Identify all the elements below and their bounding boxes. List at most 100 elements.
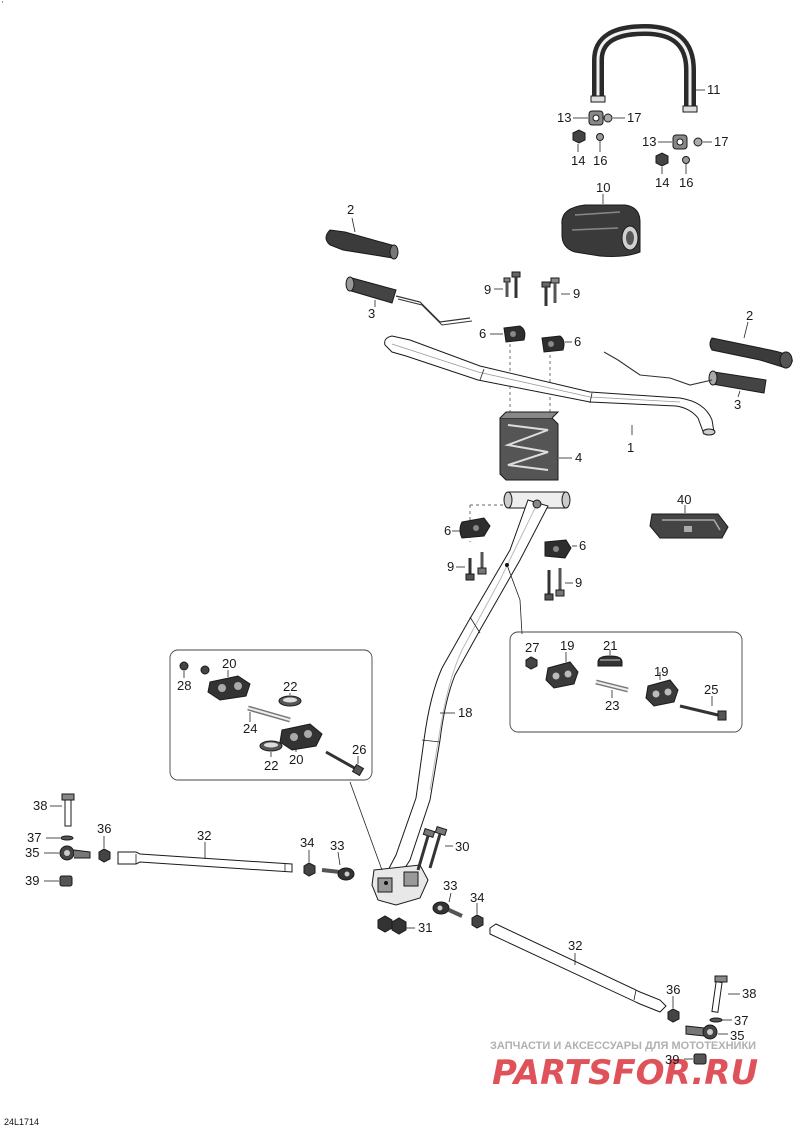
label-inset-right-cap: 21	[603, 638, 617, 653]
label-bolt-bottom-right: 9	[575, 575, 582, 590]
tie-rod-left-part[interactable]	[117, 851, 293, 873]
label-steering-column: 18	[458, 705, 472, 720]
handlebar-part[interactable]	[384, 335, 716, 436]
lock-nut-left-part[interactable]	[98, 848, 111, 863]
watermark: ЗАПЧАСТИ И АКСЕССУАРЫ ДЛЯ МОТОТЕХНИКИ PA…	[490, 1040, 758, 1093]
inset-right-sleeve-part[interactable]	[595, 679, 629, 693]
watermark-tagline: ЗАПЧАСТИ И АКСЕССУАРЫ ДЛЯ МОТОТЕХНИКИ	[490, 1040, 756, 1052]
label-pin-right: 38	[742, 986, 756, 1001]
label-inset-right-sleeve: 23	[605, 698, 619, 713]
label-lock-nut-left: 36	[97, 821, 111, 836]
clip-left-part[interactable]	[588, 110, 604, 126]
label-inset-left-bolt: 26	[352, 742, 366, 757]
washer-17-right-icon[interactable]	[693, 137, 703, 147]
tie-rod-right-part[interactable]	[489, 923, 667, 1013]
nut-14-left-icon[interactable]	[572, 129, 586, 144]
inset-left-nuts[interactable]	[179, 661, 210, 675]
clamp-bottom-right-part[interactable]	[544, 539, 572, 559]
bolt-bottom-right-part[interactable]	[544, 568, 565, 601]
inset-left-bracket-b-part[interactable]	[279, 723, 323, 751]
clamp-bottom-left-part[interactable]	[459, 517, 491, 539]
label-inset-right-nut: 27	[525, 640, 539, 655]
rod-end-left-part[interactable]	[321, 867, 355, 881]
label-washer-left-37: 37	[27, 830, 41, 845]
watermark-brand: PARTSFOR.RU	[492, 1053, 758, 1093]
grip-left-part[interactable]	[325, 229, 399, 260]
bolt-bottom-left-part[interactable]	[465, 552, 487, 581]
pad-part[interactable]	[561, 204, 641, 257]
cap-left-icon[interactable]	[59, 875, 73, 887]
pin-right-part[interactable]	[711, 975, 728, 1013]
hoop-part[interactable]	[590, 23, 698, 113]
inset-left-bolt-part[interactable]	[325, 750, 365, 777]
label-cap-right: 39	[665, 1052, 679, 1067]
nut-14-right-icon[interactable]	[655, 152, 669, 167]
label-inset-right-bushing-b: 19	[654, 664, 668, 679]
label-washer-left-16: 16	[593, 153, 607, 168]
label-heater-left: 3	[368, 306, 375, 321]
riser-block-part[interactable]	[499, 411, 560, 481]
rod-end-right-part[interactable]	[432, 901, 463, 918]
detail-inset-left	[169, 649, 373, 781]
column-nut-part[interactable]	[377, 915, 407, 935]
label-clamp-top-right: 6	[574, 334, 581, 349]
cap-right-icon[interactable]	[693, 1053, 707, 1065]
washer-16-left-icon[interactable]	[596, 133, 604, 141]
inset-left-ring-a-part[interactable]	[278, 695, 302, 707]
label-inset-left-bracket-b: 20	[289, 752, 303, 767]
column-bolt-part[interactable]	[416, 825, 448, 871]
bolt-top-left-part[interactable]	[503, 271, 521, 298]
label-grip-left: 2	[347, 202, 354, 217]
inset-left-sleeve-part[interactable]	[247, 705, 291, 723]
washer-37-right-icon[interactable]	[709, 1017, 723, 1023]
washer-37-left-icon[interactable]	[60, 835, 74, 841]
label-inset-left-sleeve: 24	[243, 721, 257, 736]
inset-right-bolt-part[interactable]	[679, 704, 727, 721]
washer-16-right-icon[interactable]	[682, 156, 690, 164]
clip-right-part[interactable]	[672, 134, 688, 150]
label-pad: 10	[596, 180, 610, 195]
label-nut-right: 14	[655, 175, 669, 190]
label-inset-right-bolt: 25	[704, 682, 718, 697]
jam-nut-right-part[interactable]	[471, 914, 484, 929]
label-washer-right-37: 37	[734, 1013, 748, 1028]
label-inset-left-ring-b: 22	[264, 758, 278, 773]
heater-left-part[interactable]	[345, 276, 473, 326]
inset-right-cap-part[interactable]	[597, 655, 623, 667]
inset-right-bushing-b-part[interactable]	[645, 679, 679, 707]
inset-left-bracket-a-part[interactable]	[207, 675, 251, 701]
label-clamp-top-left: 6	[479, 326, 486, 341]
label-ball-joint-right: 35	[730, 1028, 744, 1043]
label-bolt-top-left: 9	[484, 282, 491, 297]
heater-right-part[interactable]	[603, 351, 767, 394]
label-washer-left-17: 17	[627, 110, 641, 125]
detail-inset-right	[509, 631, 743, 733]
ball-joint-right-part[interactable]	[685, 1024, 718, 1040]
label-nut-left: 14	[571, 153, 585, 168]
clamp-top-right-part[interactable]	[541, 335, 565, 353]
label-rod-end-left: 33	[330, 838, 344, 853]
bolt-top-right-part[interactable]	[541, 277, 560, 306]
label-decal: 40	[677, 492, 691, 507]
label-hoop: 11	[707, 82, 721, 97]
inset-left-ring-b-part[interactable]	[259, 740, 283, 752]
pitman-arm-part[interactable]	[371, 864, 429, 906]
label-pin-left: 38	[33, 798, 47, 813]
label-cap-left: 39	[25, 873, 39, 888]
grip-right-part[interactable]	[709, 337, 793, 369]
jam-nut-left-part[interactable]	[303, 862, 316, 877]
label-tie-rod-left: 32	[197, 828, 211, 843]
label-handlebar: 1	[627, 440, 634, 455]
clamp-top-left-part[interactable]	[503, 325, 526, 343]
inset-right-bushing-a-part[interactable]	[545, 661, 579, 689]
label-clip-right: 13	[642, 134, 656, 149]
label-column-nut: 31	[418, 920, 432, 935]
lock-nut-right-part[interactable]	[667, 1008, 680, 1023]
inset-right-nut-part[interactable]	[525, 656, 538, 670]
steering-column-part[interactable]	[383, 491, 571, 883]
ball-joint-left-part[interactable]	[59, 845, 91, 861]
pin-left-part[interactable]	[61, 793, 75, 827]
decal-part[interactable]	[649, 513, 729, 539]
washer-17-left-icon[interactable]	[603, 113, 613, 123]
